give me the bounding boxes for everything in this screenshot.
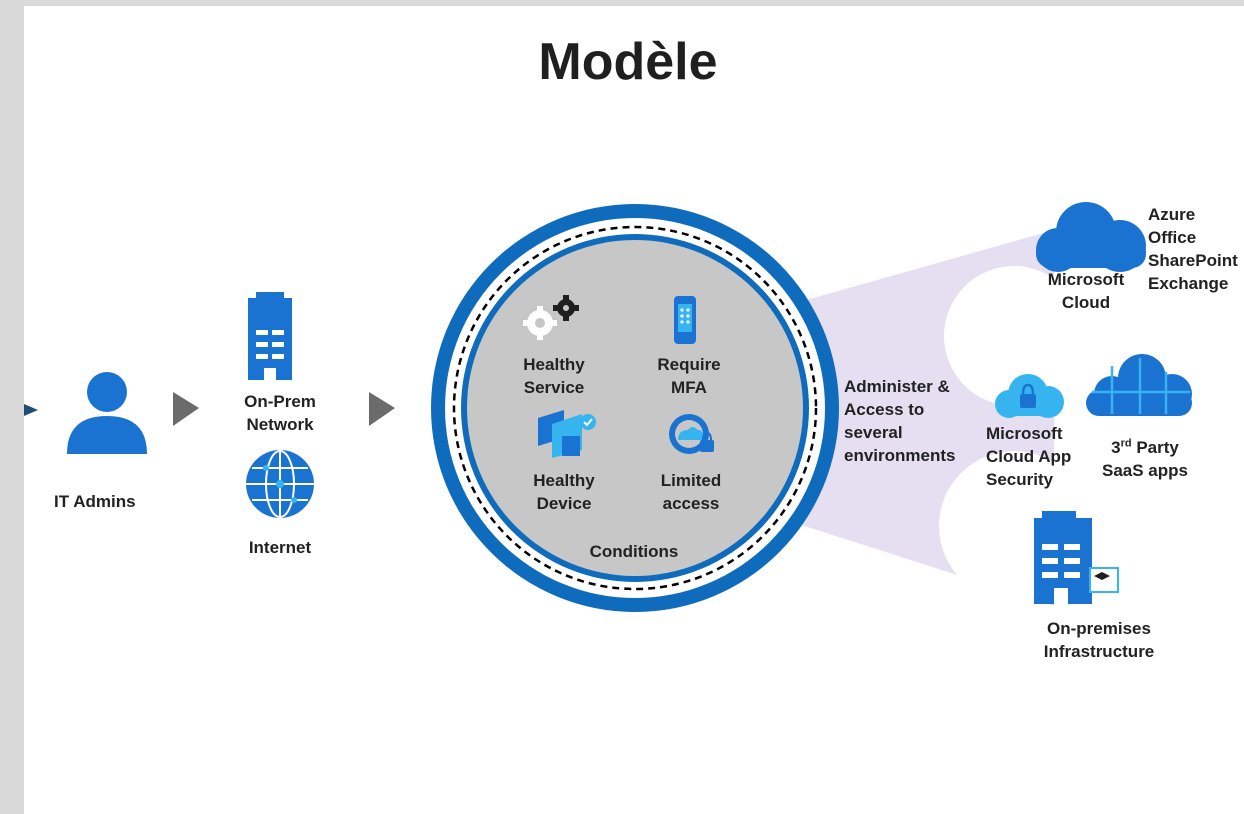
edge-arrow-icon <box>24 404 38 416</box>
third-party-saas-label: 3rd Party SaaS apps <box>1102 437 1188 480</box>
phone-icon <box>674 296 696 344</box>
arrow-icon-1 <box>173 392 199 426</box>
microsoft-cloud-label: Microsoft Cloud <box>1047 270 1125 312</box>
cloud-service-office: Office <box>1148 228 1197 247</box>
access-description: Administer & Access to several environme… <box>844 377 956 465</box>
it-admins-label: IT Admins <box>54 492 136 511</box>
conditions-label: Conditions <box>589 542 679 561</box>
internet-label: Internet <box>248 538 312 557</box>
globe-icon <box>246 450 314 518</box>
cloud-service-sharepoint: SharePoint <box>1148 251 1238 270</box>
healthy-service-label: Healthy Service <box>523 355 585 397</box>
limited-access-label: Limited access <box>660 471 722 513</box>
require-mfa-label: Require MFA <box>657 355 721 397</box>
cloud-services-list: Azure Office SharePoint Exchange <box>1148 203 1238 295</box>
cloud-lock-icon <box>669 414 714 454</box>
page-title: Modèle <box>538 33 718 91</box>
slide: Modèle IT Admins On-Prem Network Interne… <box>24 6 1244 814</box>
healthy-device-label: Healthy Device <box>533 471 595 513</box>
gears-icon <box>523 295 579 340</box>
microsoft-cloud-icon <box>1036 202 1146 272</box>
diagram-graphics <box>24 202 1192 612</box>
cloud-app-security-label: Microsoft Cloud App Security <box>986 424 1072 489</box>
arrow-icon-2 <box>369 392 395 426</box>
devices-icon <box>538 410 596 458</box>
building-icon <box>248 292 292 380</box>
saas-puzzle-cloud-icon <box>1086 354 1192 416</box>
band-cutout-top <box>944 266 1084 406</box>
cloud-app-security-icon <box>995 374 1064 418</box>
on-prem-network-label: On-Prem Network <box>244 392 316 434</box>
cloud-service-exchange: Exchange <box>1148 274 1229 293</box>
it-admin-icon <box>67 372 147 454</box>
on-premises-building-icon <box>1034 511 1119 604</box>
conditions-circle <box>467 240 803 576</box>
dashed-ring <box>452 225 818 591</box>
on-premises-label: On-premises Infrastructure <box>1043 619 1155 661</box>
cloud-service-azure: Azure <box>1148 205 1196 224</box>
ordinal-superscript: rd <box>1120 437 1132 450</box>
